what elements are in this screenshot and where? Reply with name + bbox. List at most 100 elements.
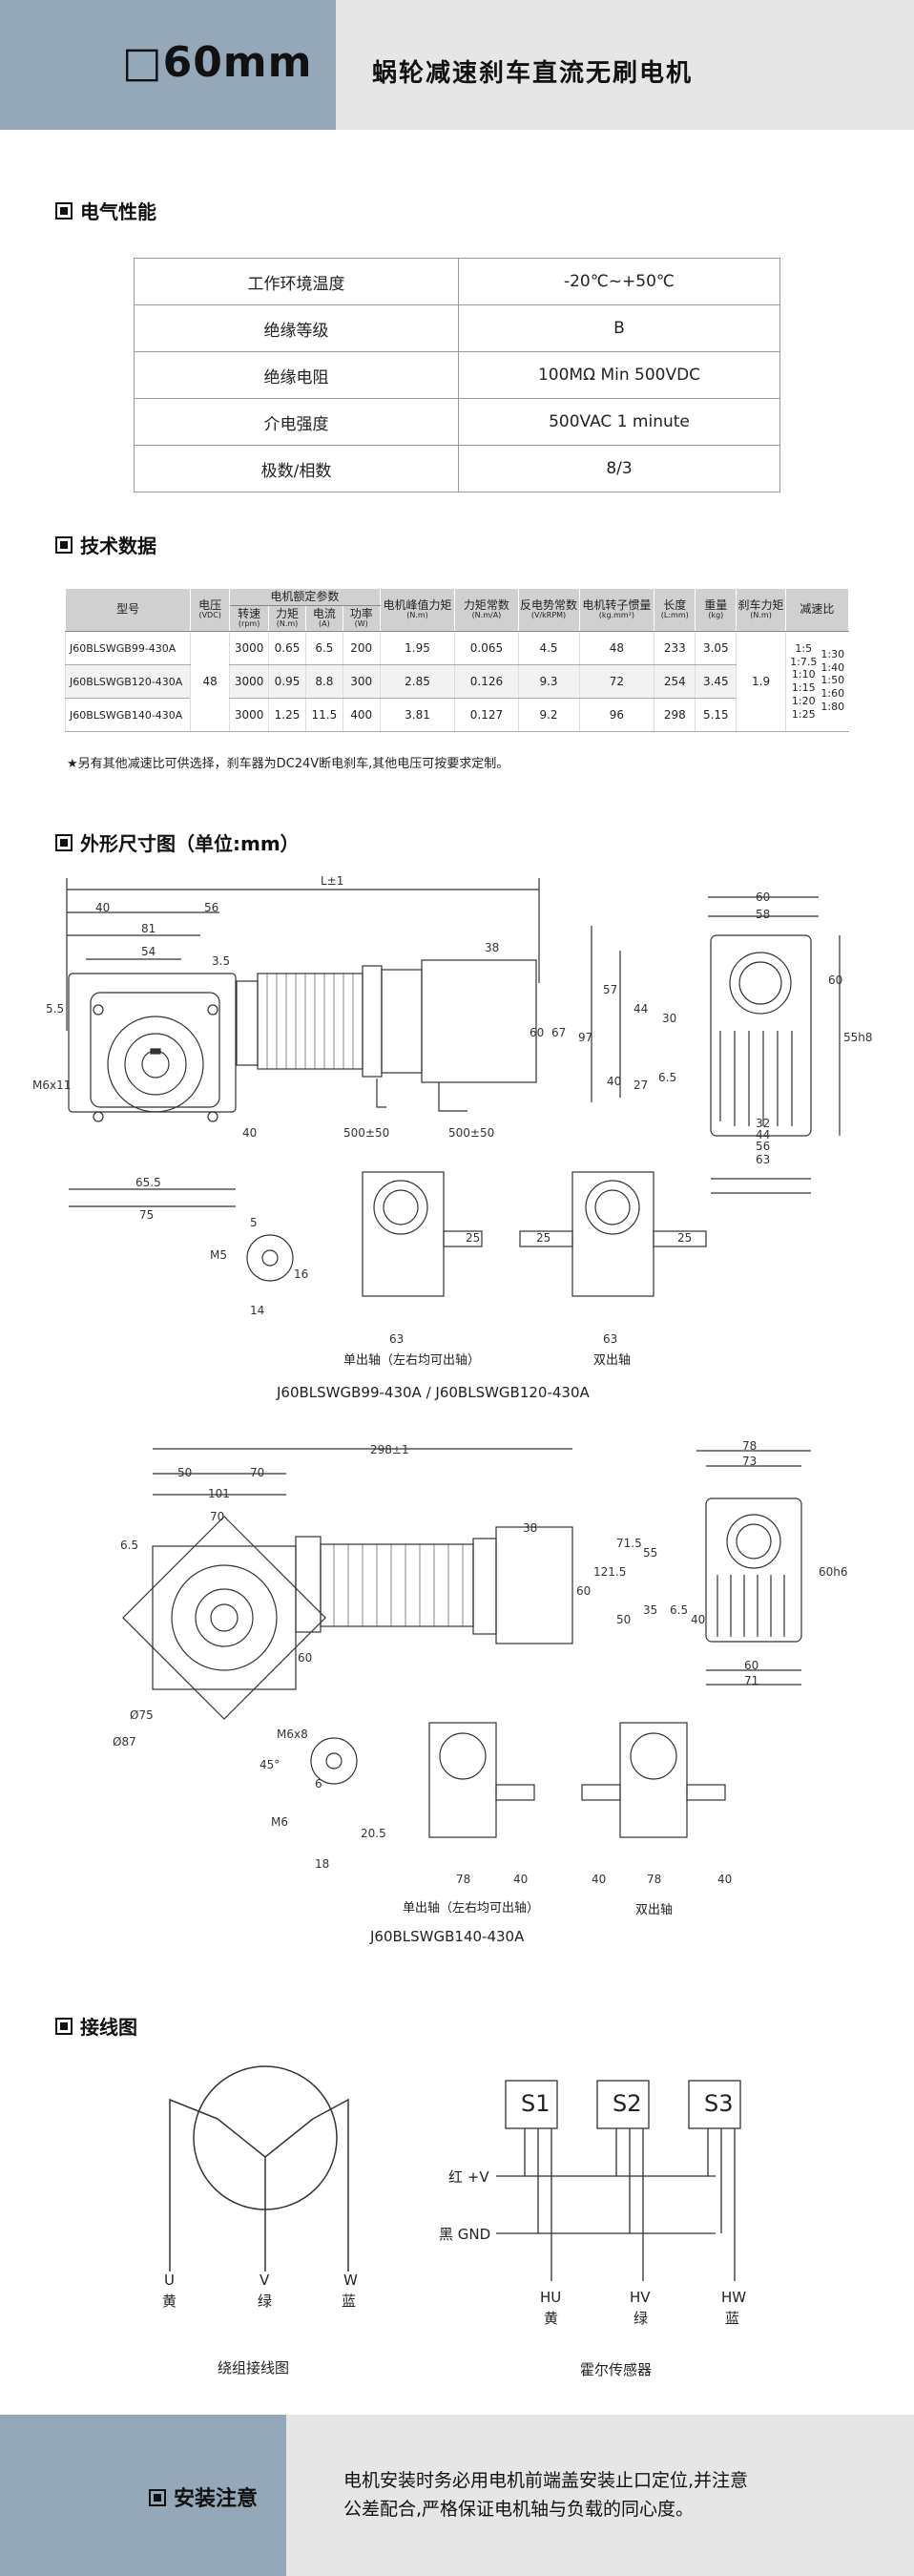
section-wiring: 接线图 — [55, 2012, 137, 2040]
hall-diagram — [496, 2080, 741, 2281]
table-row: J60BLSWGB120-430A 3000 0.95 8.8 300 2.85… — [64, 664, 849, 700]
dim-label: 78 — [742, 1439, 758, 1453]
dim-label: M5 — [210, 1248, 227, 1262]
section-tech: 技术数据 — [55, 531, 156, 558]
th-rated: 电机额定参数 — [229, 587, 381, 607]
row-value: 500VAC 1 minute — [458, 398, 780, 446]
dim-label: 75 — [139, 1208, 155, 1222]
wire-w-color: 蓝 — [342, 2293, 357, 2310]
dim-label: 6.5 — [670, 1603, 689, 1617]
dim-label: 60 — [576, 1584, 592, 1598]
cell-brake: 1.9 — [736, 631, 786, 733]
dim-label: 63 — [603, 1332, 618, 1346]
th-peak: 电机峰值力矩(N.m) — [379, 587, 456, 633]
dim-label: M6 — [271, 1815, 288, 1829]
page-subtitle: 蜗轮减速刹车直流无刷电机 — [372, 59, 694, 88]
header-right-panel — [336, 0, 914, 130]
section-bullet-icon — [55, 536, 73, 554]
dim-label: 45° — [260, 1758, 280, 1771]
dim-label: 35 — [643, 1603, 658, 1617]
dim-label: 60 — [756, 890, 771, 904]
cell-model: J60BLSWGB140-430A — [64, 698, 191, 733]
dim-label: 38 — [523, 1521, 538, 1535]
cell-weight: 5.15 — [695, 698, 737, 733]
th-voltage: 电压(VDC) — [190, 587, 231, 633]
th-length: 长度(L:mm) — [654, 587, 696, 633]
table-row: 工作环境温度-20℃~+50℃ — [134, 258, 780, 305]
section-bullet-icon — [55, 202, 73, 220]
cell-torque: 0.95 — [268, 664, 306, 700]
double-shaft-label: 双出轴 — [593, 1353, 632, 1368]
dim-label: 78 — [647, 1873, 662, 1886]
cell-weight: 3.45 — [695, 664, 737, 700]
cell-kt: 0.065 — [454, 631, 518, 666]
cell-power: 300 — [342, 664, 381, 700]
double-shaft-label: 双出轴 — [635, 1903, 674, 1917]
section-electrical: 电气性能 — [55, 197, 156, 224]
cell-current: 11.5 — [304, 698, 343, 733]
dim-label: 44 — [634, 1002, 649, 1016]
dim-label: 56 — [756, 1140, 771, 1153]
footer-title: 安装注意 — [149, 2482, 258, 2512]
dim-label: Ø75 — [130, 1708, 154, 1722]
cell-length: 298 — [654, 698, 696, 733]
th-weight: 重量(kg) — [695, 587, 737, 633]
wire-black-gnd: 黑 GND — [439, 2226, 491, 2243]
dim-label: 40 — [513, 1873, 529, 1886]
dim-label: 6.5 — [120, 1539, 139, 1552]
dim-label: M6x11 — [32, 1079, 72, 1092]
dim-label: 298±1 — [370, 1443, 409, 1456]
dim-label: 14 — [250, 1304, 265, 1317]
th-ratio: 减速比 — [784, 587, 850, 633]
dim-label: 500±50 — [448, 1126, 495, 1140]
th-ke: 反电势常数(V/kRPM) — [517, 587, 580, 633]
dim-label: 58 — [756, 908, 771, 921]
wire-v-color: 绿 — [258, 2293, 273, 2310]
cell-inertia: 72 — [578, 664, 654, 700]
dim-label: 40 — [95, 901, 111, 914]
cell-speed: 3000 — [229, 664, 269, 700]
dim-label: 38 — [485, 941, 500, 954]
cell-ke: 4.5 — [517, 631, 580, 666]
winding-diagram — [169, 2065, 349, 2272]
th-model: 型号 — [64, 587, 192, 633]
cell-power: 200 — [342, 631, 381, 666]
row-label: 绝缘等级 — [134, 304, 459, 352]
dim-label: 73 — [742, 1455, 758, 1468]
cell-peak: 3.81 — [379, 698, 455, 733]
cell-inertia: 48 — [578, 631, 654, 666]
dim-label: 20.5 — [361, 1827, 386, 1840]
th-power: 功率(W) — [342, 605, 381, 633]
dim-label: 55h8 — [843, 1031, 873, 1044]
cell-speed: 3000 — [229, 698, 269, 733]
page-title: □60mm — [122, 38, 313, 87]
cell-weight: 3.05 — [695, 631, 737, 666]
header-left-panel — [0, 0, 336, 130]
dim-label: 3.5 — [212, 954, 231, 968]
drawing-1 — [66, 878, 841, 1297]
dim-label: 81 — [141, 922, 156, 935]
dim-label: 71.5 — [616, 1537, 642, 1550]
row-label: 介电强度 — [134, 398, 459, 446]
tech-table: 型号 电压(VDC) 电机额定参数 电机峰值力矩(N.m) 力矩常数(N.m/A… — [64, 587, 850, 733]
cell-current: 6.5 — [304, 631, 343, 666]
dim-label: 40 — [717, 1873, 733, 1886]
wire-u-color: 黄 — [162, 2293, 177, 2310]
dim-label: 50 — [177, 1466, 193, 1479]
cell-ke: 9.2 — [517, 698, 580, 733]
hall-hu-color: 黄 — [544, 2310, 559, 2327]
dim-label: Ø87 — [113, 1735, 136, 1749]
row-label: 极数/相数 — [134, 445, 459, 492]
dim-label: 30 — [662, 1012, 677, 1025]
cell-model: J60BLSWGB120-430A — [64, 664, 191, 700]
dim-label: 27 — [634, 1079, 649, 1092]
section-bullet-icon — [149, 2489, 166, 2506]
th-current: 电流(A) — [304, 605, 343, 633]
th-brake: 刹车力矩(N.m) — [736, 587, 786, 633]
th-speed: 转速(rpm) — [229, 605, 270, 633]
row-label: 工作环境温度 — [134, 258, 459, 305]
dim-label: 60 — [530, 1026, 545, 1039]
